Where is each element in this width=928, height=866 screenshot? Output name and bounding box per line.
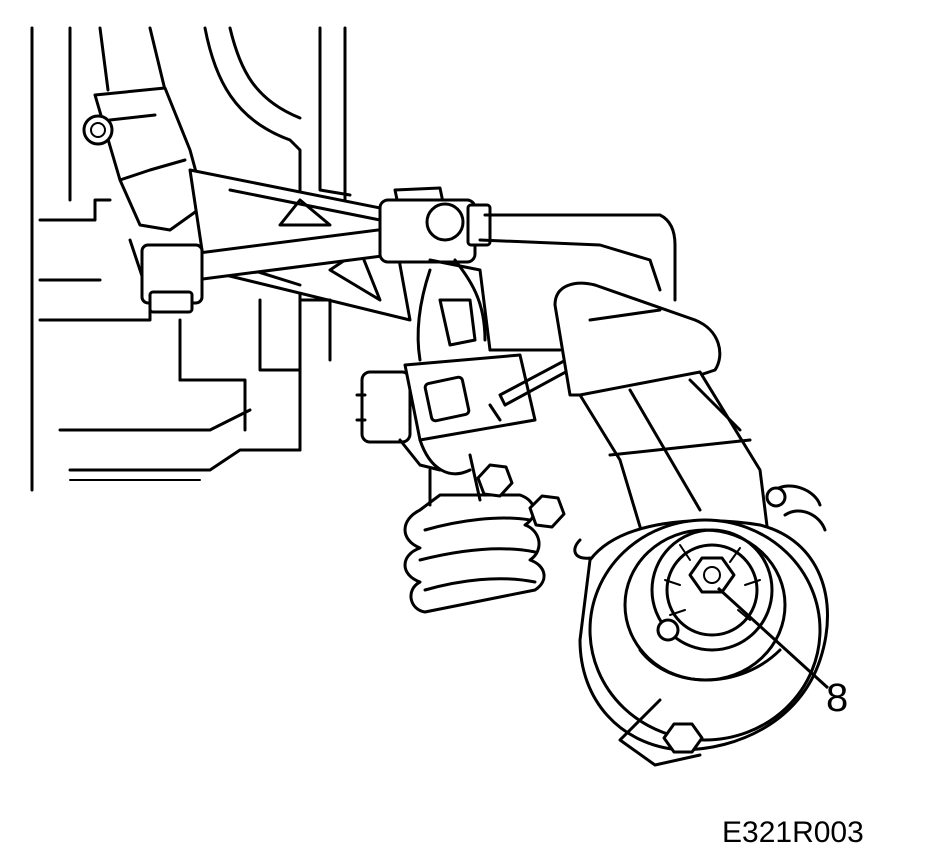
engine-housing	[30, 26, 352, 492]
hex-bolt-icon	[476, 463, 514, 498]
engine-mount	[573, 484, 829, 767]
mount-nut-icon	[688, 556, 736, 594]
mounting-plate	[553, 281, 772, 562]
callout-label-8: 8	[826, 676, 849, 720]
bracket-bolt-icon	[82, 114, 114, 146]
figure-id: E321R003	[722, 816, 864, 849]
hex-bolt-icon	[528, 494, 566, 529]
callout-leader-line	[716, 586, 830, 690]
shift-rod	[140, 186, 492, 314]
gearbox-case	[298, 213, 677, 362]
rubber-boot	[403, 453, 546, 614]
hex-bolt-icon	[662, 722, 704, 754]
shift-bracket	[82, 86, 207, 312]
